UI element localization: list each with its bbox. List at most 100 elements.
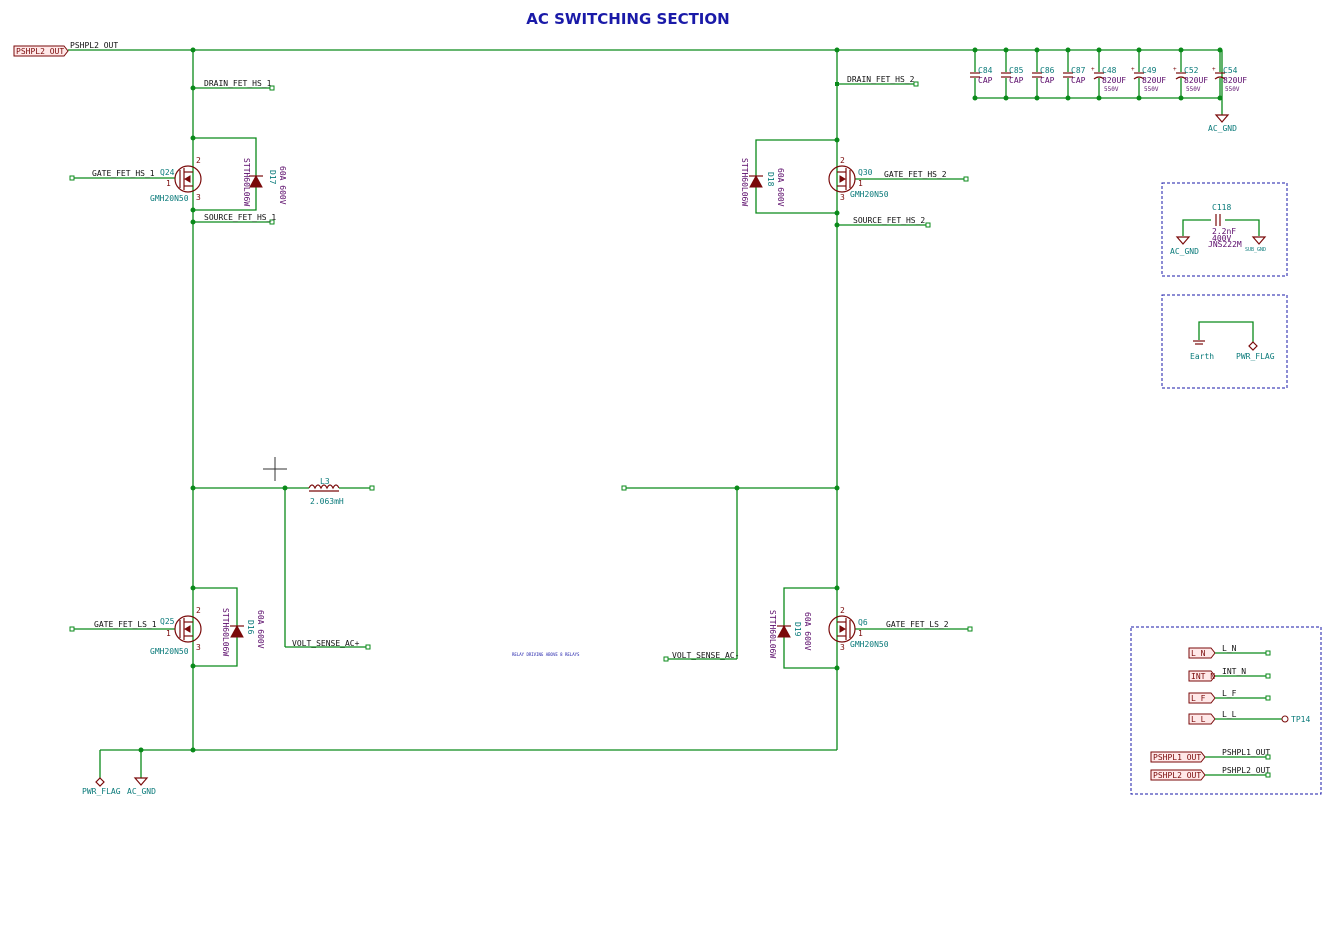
d19-diode-symbol <box>777 624 791 638</box>
d18-rating: 60A 600V <box>776 168 785 207</box>
connector-net-label: INT_N <box>1222 667 1246 676</box>
d18-ref: D18 <box>766 172 775 187</box>
right-mid-port[interactable] <box>621 485 627 491</box>
d16-part: STTH60L06W <box>221 608 230 656</box>
connector-hier-label <box>1188 647 1216 659</box>
cap-ref: C87 <box>1071 66 1086 75</box>
connector-port[interactable] <box>1265 673 1271 679</box>
c118-box <box>1161 182 1288 277</box>
relay-note: RELAY DRIVING ABOVE 8 RELAYS <box>512 652 580 657</box>
d17-ref: D17 <box>268 170 277 185</box>
gate-hs-2-label: GATE_FET_HS_2 <box>884 170 947 179</box>
d16-rating: 60A 600V <box>256 610 265 649</box>
c118-part: JNS222M <box>1208 240 1242 249</box>
volt-sense-pos-port[interactable] <box>365 644 371 650</box>
cap-ref: C86 <box>1040 66 1055 75</box>
source-hs-1-label: SOURCE_FET_HS_1 <box>204 213 276 222</box>
earth-wire <box>1198 321 1254 342</box>
q24-ref: Q24 <box>160 168 175 177</box>
ac-gnd-bottom-symbol <box>133 777 149 786</box>
d18-diode-symbol <box>749 174 763 188</box>
cap-plate-curved <box>1093 76 1105 80</box>
connector-hier-label <box>1150 751 1206 763</box>
connector-net-label: L_N <box>1222 644 1237 653</box>
q24-pin-drain: 2 <box>196 156 201 165</box>
gate-hs-2-port[interactable] <box>963 176 969 182</box>
connector-label-text: L_F <box>1191 694 1206 703</box>
connector-rows: L_NL_NINT_NINT_NL_FL_FL_LL_LTP14PSHPL1_O… <box>1150 644 1310 781</box>
cap-ref: C52 <box>1184 66 1199 75</box>
connector-port[interactable] <box>1265 772 1271 778</box>
junction <box>1034 95 1040 101</box>
junction <box>1136 95 1142 101</box>
q25-pin-drain: 2 <box>196 606 201 615</box>
capacitor-bank: C84CAPC85CAPC86CAPC87CAP+C48820UF550V+C4… <box>970 47 1247 101</box>
connector-label-text: INT_N <box>1191 672 1215 681</box>
drain-hs-1-port[interactable] <box>269 85 275 91</box>
earth-box <box>1161 294 1288 389</box>
connector-port[interactable] <box>1265 695 1271 701</box>
cap-polarity-mark: + <box>1131 66 1135 73</box>
junction <box>138 747 144 753</box>
connector-box <box>1130 626 1322 795</box>
junction <box>972 47 978 53</box>
q30-ref: Q30 <box>858 168 873 177</box>
drain-hs-2-port[interactable] <box>913 81 919 87</box>
connector-port[interactable] <box>1265 754 1271 760</box>
junction <box>190 47 196 53</box>
cap-plate-curved <box>1133 76 1145 80</box>
inductor-out-port[interactable] <box>369 485 375 491</box>
test-point-icon[interactable] <box>1281 715 1289 723</box>
sheet-title: AC SWITCHING SECTION <box>526 10 729 28</box>
c118-capacitor-symbol <box>1215 214 1221 226</box>
d17-loop-wire <box>193 137 257 211</box>
source-hs-1-port[interactable] <box>269 219 275 225</box>
junction <box>1065 47 1071 53</box>
pwr-flag-symbol <box>95 777 105 787</box>
connector-net-label: PSHPL1_OUT <box>1222 748 1270 757</box>
q25-pin-gate: 1 <box>166 629 171 638</box>
junction <box>1178 95 1184 101</box>
gate-ls-2-port[interactable] <box>967 626 973 632</box>
gate-ls-1-port[interactable] <box>69 626 75 632</box>
gate-hs-1-port[interactable] <box>69 175 75 181</box>
d18-part: STTH60L06W <box>740 158 749 206</box>
connector-label-text: PSHPL2_OUT <box>1153 771 1201 780</box>
junction <box>1065 95 1071 101</box>
d17-part: STTH60L06W <box>242 158 251 206</box>
junction <box>1178 47 1184 53</box>
volt-sense-neg-port[interactable] <box>663 656 669 662</box>
source-hs-2-label: SOURCE_FET_HS_2 <box>853 216 925 225</box>
cap-voltage: 550V <box>1104 86 1119 93</box>
d19-part: STTH60L06W <box>768 610 777 658</box>
connector-label-text: PSHPL1_OUT <box>1153 753 1201 762</box>
test-point-ref: TP14 <box>1291 715 1310 724</box>
cap-plate-curved <box>1214 76 1226 80</box>
q30-mosfet-symbol <box>828 165 856 193</box>
gate-hs-1-label: GATE_FET_HS_1 <box>92 169 155 178</box>
source-hs-2-port[interactable] <box>925 222 931 228</box>
cap-polarity-mark: + <box>1091 66 1095 73</box>
connector-hier-label <box>1188 713 1216 725</box>
q6-mosfet-symbol <box>828 615 856 643</box>
connector-hier-label <box>1150 769 1206 781</box>
cap-ref: C54 <box>1223 66 1238 75</box>
connector-net-label: L_L <box>1222 710 1237 719</box>
l3-value: 2.063mH <box>310 497 344 506</box>
cap-ref: C84 <box>978 66 993 75</box>
cap-value: 820UF <box>1102 76 1126 85</box>
q25-ref: Q25 <box>160 617 175 626</box>
connector-hier-label <box>1188 670 1216 682</box>
junction <box>1003 47 1009 53</box>
cap-value: CAP <box>1071 76 1086 85</box>
junction <box>1003 95 1009 101</box>
cap-polarity-mark: + <box>1173 66 1177 73</box>
junction <box>1136 47 1142 53</box>
q6-pin-source: 3 <box>840 643 845 652</box>
connector-net-label: PSHPL2_OUT <box>1222 766 1270 775</box>
volt-sense-pos-label: VOLT_SENSE_AC+ <box>292 639 360 648</box>
q24-mosfet-symbol <box>174 165 202 193</box>
drain-hs-1-label: DRAIN_FET_HS_1 <box>204 79 272 88</box>
q30-value: GMH20N50 <box>850 190 889 199</box>
connector-port[interactable] <box>1265 650 1271 656</box>
